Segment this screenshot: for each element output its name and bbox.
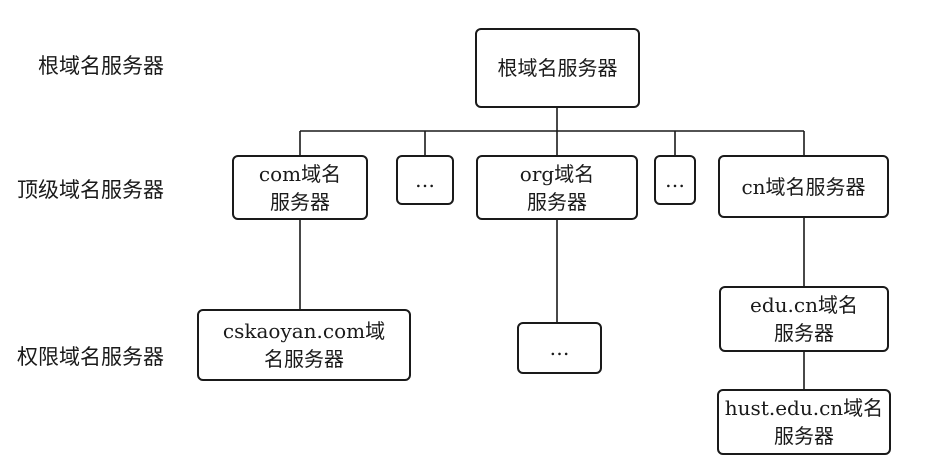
level-label-authoritative: 权限域名服务器 [17,345,164,369]
root-server-node: 根域名服务器 [475,28,640,108]
level-label-root: 根域名服务器 [38,54,164,78]
hust-server-node: hust.edu.cn域名 服务器 [717,389,891,455]
ellipsis-node-2: … [654,155,696,205]
ellipsis-node-3: … [517,322,602,374]
cn-server-node: cn域名服务器 [718,155,889,218]
edu-cn-server-label: edu.cn域名 服务器 [750,293,858,345]
com-server-label: com域名 服务器 [258,161,342,214]
edu-cn-server-node: edu.cn域名 服务器 [719,286,889,352]
ellipsis-node-1: … [396,155,454,205]
level-label-top: 顶级域名服务器 [17,178,164,202]
org-server-label: org域名 服务器 [519,161,595,214]
ellipsis-label-1: … [415,168,435,192]
ellipsis-label-3: … [549,336,570,360]
org-server-node: org域名 服务器 [476,155,638,220]
com-server-node: com域名 服务器 [232,155,368,220]
cn-server-label: cn域名服务器 [741,174,866,199]
cskaoyan-server-node: cskaoyan.com域 名服务器 [197,309,411,381]
hust-server-label: hust.edu.cn域名 服务器 [724,396,884,448]
root-server-label: 根域名服务器 [497,56,618,80]
ellipsis-label-2: … [665,168,685,192]
cskaoyan-server-label: cskaoyan.com域 名服务器 [222,319,386,371]
